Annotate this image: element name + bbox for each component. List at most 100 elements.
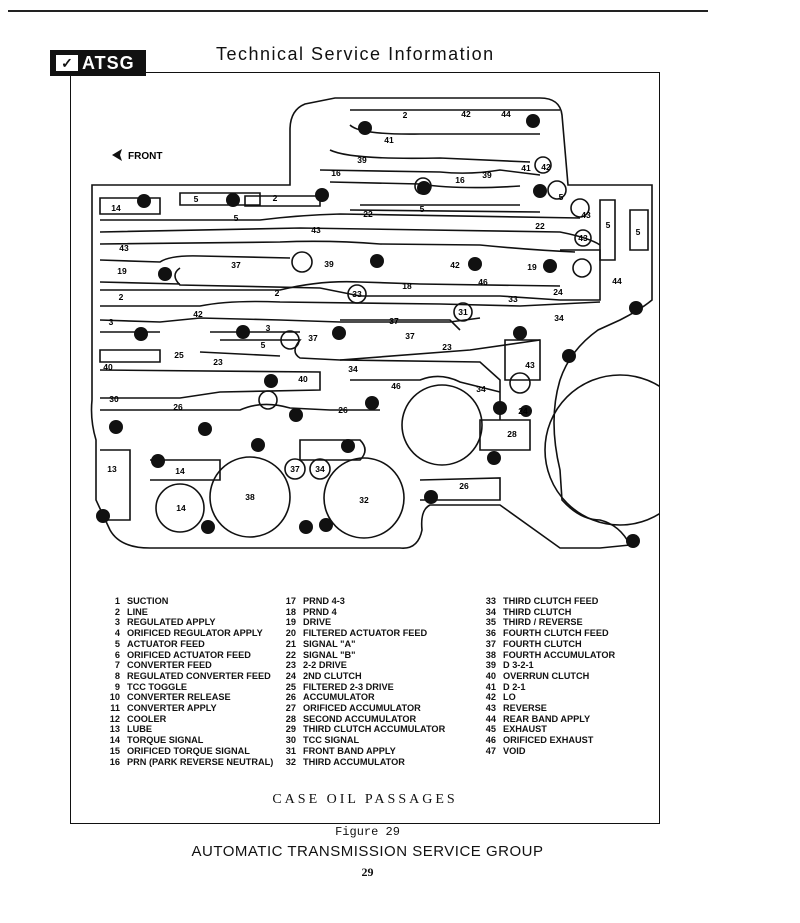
legend-number: 17 (285, 596, 296, 606)
legend-number: 26 (285, 692, 296, 703)
passage-label: 38 (245, 492, 255, 502)
legend-number: 30 (285, 735, 296, 746)
passage-label: 40 (298, 374, 308, 384)
legend-number: 4 (114, 628, 120, 639)
passage-label: 5 (559, 192, 564, 202)
passage-label: 31 (458, 307, 468, 317)
legend-label: LUBE (127, 724, 153, 735)
passage-label: 30 (109, 394, 119, 404)
legend-number: 44 (485, 713, 496, 724)
checkmark-icon: ✓ (56, 55, 78, 71)
passage-label: 2 (403, 110, 408, 120)
passage-label: 14 (111, 203, 121, 213)
legend-number: 23 (285, 660, 296, 671)
atsg-logo: ✓ ATSG (50, 50, 146, 76)
legend-label: EXHAUST (503, 724, 547, 735)
passage-label: 43 (119, 243, 129, 253)
legend-number: 27 (285, 703, 296, 714)
front-arrow-icon (112, 149, 122, 161)
legend-label: SECOND ACCUMULATOR (303, 713, 417, 724)
legend-label: COOLER (127, 713, 167, 724)
legend-number: 3 (114, 617, 120, 628)
passage-label: 34 (315, 464, 325, 474)
legend-number: 15 (109, 745, 120, 756)
legend-number: 2 (114, 606, 120, 617)
top-rule (8, 10, 708, 12)
legend-label: 2ND CLUTCH (303, 670, 362, 681)
passage-label: 41 (521, 163, 531, 173)
passage-label: 43 (311, 225, 321, 235)
figure-label: Figure 29 (335, 825, 400, 839)
passage-label: 34 (476, 384, 486, 394)
legend-number: 24 (285, 670, 296, 681)
legend-label: LINE (127, 606, 148, 617)
legend-number: 40 (485, 670, 496, 681)
legend-item: 40 OVERRUN CLUTCH (474, 671, 615, 682)
passage-label: 37 (405, 331, 415, 341)
logo-text: ATSG (82, 52, 135, 73)
legend-label: VOID (503, 745, 526, 756)
case-outline (90, 97, 653, 549)
passage-label: 39 (357, 155, 367, 165)
passage-label: 37 (231, 260, 241, 270)
legend-label: PRN (PARK REVERSE NEUTRAL) (127, 756, 274, 767)
legend-number: 36 (485, 628, 496, 639)
passage-label: 5 (606, 220, 611, 230)
legend-label: D 3-2-1 (503, 660, 534, 671)
passage-label: 43 (525, 360, 535, 370)
passage-label: 43 (581, 210, 591, 220)
legend-number: 43 (485, 703, 496, 714)
legend-number: 41 (485, 681, 496, 692)
legend-number: 39 (485, 660, 496, 671)
front-label: FRONT (128, 151, 162, 162)
legend-number: 35 (485, 617, 496, 628)
legend-number: 14 (109, 735, 120, 746)
legend-number: 8 (114, 670, 120, 681)
passage-label: 42 (541, 162, 551, 172)
legend-number: 11 (110, 703, 120, 714)
passage-label: 43 (578, 233, 588, 243)
legend-label: FOURTH CLUTCH (503, 638, 582, 649)
passage-label: 19 (117, 266, 127, 276)
passage-label: 42 (450, 260, 460, 270)
legend-label: FRONT BAND APPLY (303, 745, 396, 756)
legend-label: CONVERTER APPLY (127, 703, 217, 714)
passage-label: 23 (213, 357, 223, 367)
legend-label: LO (503, 692, 516, 703)
passage-label: 46 (478, 277, 488, 287)
passage-label: 46 (391, 381, 401, 391)
legend-number: 21 (285, 638, 296, 649)
legend-label: OVERRUN CLUTCH (503, 670, 590, 681)
passage-label: 14 (175, 466, 185, 476)
legend-label: ORIFICED TORQUE SIGNAL (127, 745, 250, 756)
legend-number: 32 (285, 756, 296, 767)
